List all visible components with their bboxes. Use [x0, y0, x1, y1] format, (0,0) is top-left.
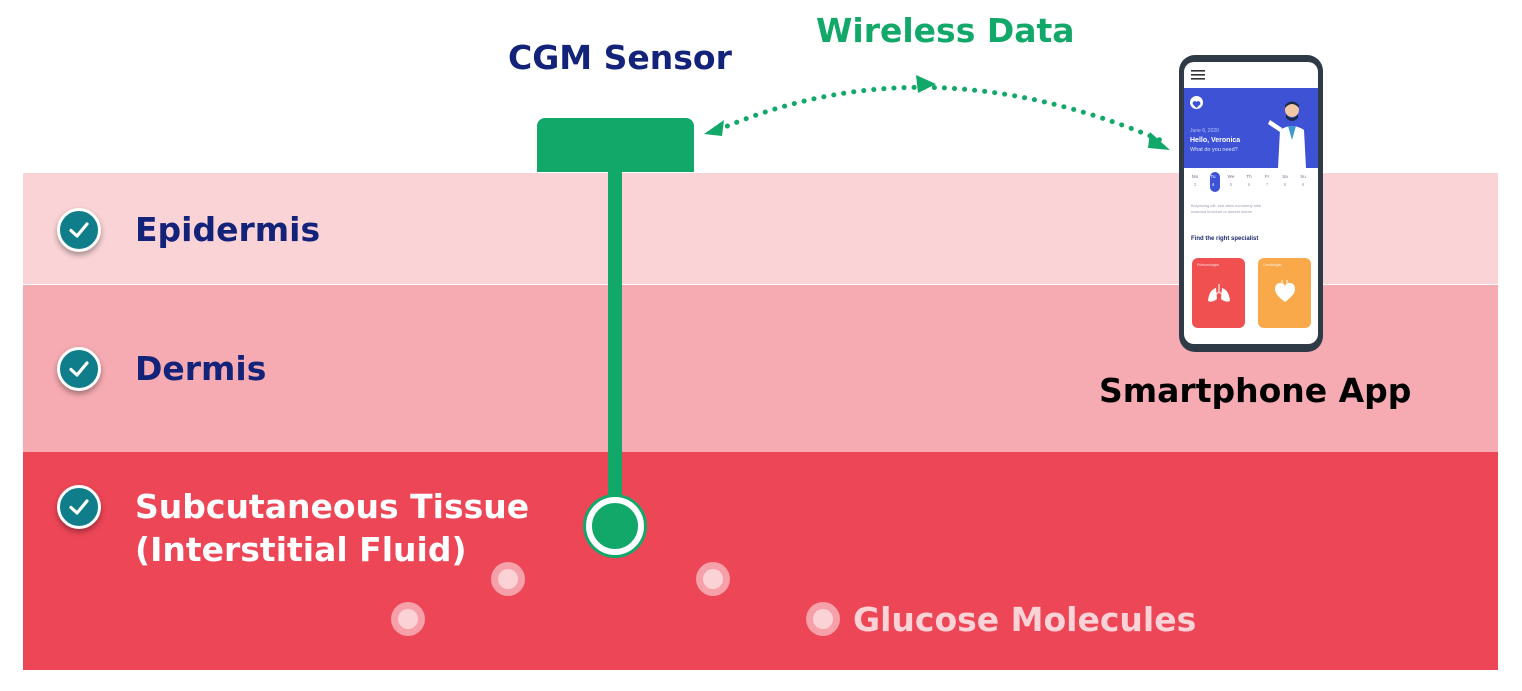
selected-day-highlight — [1210, 172, 1220, 192]
calendar-day-name[interactable]: Th — [1246, 174, 1252, 179]
lungs-icon — [1208, 284, 1230, 302]
wireless-arc — [704, 75, 1170, 150]
screen-question: What do you need? — [1190, 147, 1238, 153]
week-calendar: Mo 3 Tu 4 We 5 Th 6 Fr 7 Sa 8 Su 9 — [1188, 172, 1314, 192]
calendar-day-number[interactable]: 6 — [1247, 182, 1251, 187]
calendar-day-name[interactable]: Mo — [1191, 174, 1199, 179]
arrow-mid-icon — [916, 75, 936, 93]
glucose-molecule — [391, 602, 425, 636]
screen-body-line1: Bolynizing elit, sed diam nonummy nibh — [1191, 203, 1262, 208]
epidermis-label: Epidermis — [135, 210, 321, 249]
menu-icon — [1191, 70, 1205, 80]
calendar-day-number[interactable]: 9 — [1301, 182, 1305, 187]
card-label: Cardiologist — [1263, 263, 1282, 267]
interstitial-fluid-label: (Interstitial Fluid) — [135, 530, 467, 569]
check-icon — [57, 347, 101, 391]
glucose-molecule — [491, 562, 525, 596]
subcutaneous-layer — [23, 452, 1498, 670]
dermis-label: Dermis — [135, 349, 267, 388]
check-icon — [57, 208, 101, 252]
arrow-right-icon — [1148, 132, 1170, 150]
phone-screen: June 6, 2020 Hello, Veronica What do you… — [1184, 62, 1318, 344]
specialist-card-pulmonologist[interactable]: Pulmonologist — [1192, 258, 1245, 328]
screen-greeting: Hello, Veronica — [1190, 137, 1241, 144]
calendar-day-name[interactable]: We — [1227, 174, 1235, 179]
calendar-day-number[interactable]: 7 — [1265, 182, 1269, 187]
smartphone-app-title: Smartphone App — [1099, 371, 1412, 410]
calendar-day-number[interactable]: 8 — [1283, 182, 1287, 187]
calendar-day-name[interactable]: Sa — [1282, 174, 1288, 179]
subcutaneous-label: Subcutaneous Tissue — [135, 487, 530, 526]
glucose-molecule — [696, 562, 730, 596]
heart-icon — [1274, 280, 1296, 302]
calendar-day-number[interactable]: 4 — [1211, 182, 1215, 187]
wireless-data-title: Wireless Data — [816, 11, 1075, 50]
screen-section-title: Find the right specialist — [1191, 236, 1259, 242]
calendar-day-name[interactable]: Tu — [1210, 174, 1216, 179]
cgm-sensor-body — [537, 118, 694, 172]
arrow-left-icon — [704, 120, 724, 136]
app-header: June 6, 2020 Hello, Veronica What do you… — [1184, 88, 1318, 168]
calendar-day-number[interactable]: 5 — [1229, 182, 1233, 187]
cgm-sensor-title: CGM Sensor — [508, 38, 732, 77]
logo-icon — [1190, 96, 1203, 109]
screen-date: June 6, 2020 — [1190, 128, 1219, 134]
calendar-day-name[interactable]: Su — [1300, 174, 1306, 179]
check-icon — [57, 485, 101, 529]
doctor-illustration — [1268, 101, 1306, 168]
sensor-filament — [608, 172, 622, 502]
glucose-molecule — [806, 602, 840, 636]
sensor-tip — [586, 497, 644, 555]
specialist-card-cardiologist[interactable]: Cardiologist — [1258, 258, 1311, 328]
screen-body-line2: euismod tincidunt ut laoreet dolore — [1191, 209, 1253, 214]
calendar-day-name[interactable]: Fr — [1264, 174, 1270, 179]
glucose-molecules-label: Glucose Molecules — [853, 600, 1197, 639]
calendar-day-number[interactable]: 3 — [1193, 182, 1197, 187]
card-label: Pulmonologist — [1197, 263, 1219, 267]
